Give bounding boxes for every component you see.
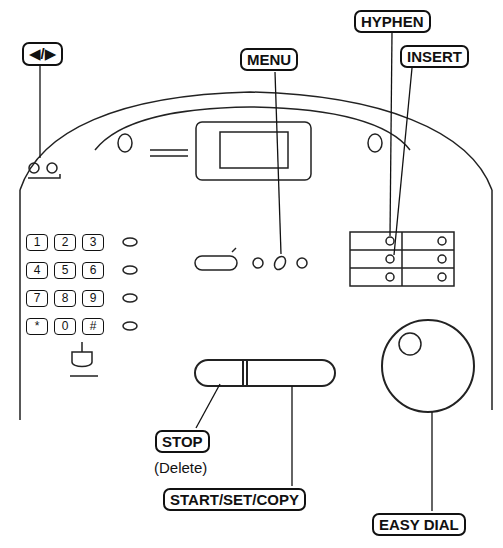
- key-oval: [123, 238, 137, 246]
- keypad-key: 3: [82, 234, 104, 251]
- key-label: *: [30, 319, 44, 334]
- leader-line: [431, 412, 432, 511]
- right-button: [47, 163, 57, 173]
- panel-button: [438, 255, 446, 263]
- housing-outline: [20, 92, 492, 190]
- housing-ridge: [95, 107, 410, 150]
- key-oval: [123, 294, 137, 302]
- middle-key: [195, 256, 237, 270]
- callout-label: INSERT: [407, 48, 462, 65]
- leader-line: [390, 33, 392, 236]
- keypad-key: 2: [54, 234, 76, 251]
- leader-line: [291, 386, 292, 486]
- callout-box: EASY DIAL: [372, 513, 466, 536]
- housing-button: [368, 134, 382, 152]
- slot: [150, 150, 188, 156]
- display-frame: [196, 122, 311, 180]
- key-label: 8: [58, 291, 72, 306]
- dial-knob: [399, 333, 421, 355]
- leader-line: [275, 72, 281, 254]
- key-label: 6: [86, 263, 100, 278]
- left-button: [29, 163, 39, 173]
- key-oval: [123, 322, 137, 330]
- callout-label: HYPHEN: [361, 13, 424, 30]
- callout-box: ◀/▶: [22, 42, 63, 66]
- callout-box: STOP: [155, 430, 210, 453]
- callout-label: STOP: [162, 433, 203, 450]
- panel-button: [386, 273, 394, 281]
- callout-box: MENU: [240, 48, 298, 71]
- small-button: [253, 258, 263, 268]
- button-bracket: [28, 174, 60, 178]
- keypad-key: 6: [82, 262, 104, 279]
- key-label: 7: [30, 291, 44, 306]
- key-label: #: [86, 319, 100, 334]
- keypad-key: 5: [54, 262, 76, 279]
- key-oval: [123, 266, 137, 274]
- panel-button: [386, 237, 394, 245]
- panel-button: [438, 273, 446, 281]
- key-label: 9: [86, 291, 100, 306]
- leader-line: [394, 68, 412, 255]
- keypad-key: 8: [54, 290, 76, 307]
- leader-line: [39, 66, 40, 158]
- callout-label: ◀/▶: [29, 45, 56, 63]
- leader-line: [196, 384, 220, 428]
- panel-button: [438, 237, 446, 245]
- key-label: 2: [58, 235, 72, 250]
- housing-side: [20, 190, 492, 420]
- keypad-key: *: [26, 318, 48, 335]
- callout-label: START/SET/COPY: [170, 491, 299, 508]
- keypad-key: 4: [26, 262, 48, 279]
- callout-box: HYPHEN: [354, 10, 431, 33]
- keypad-key: #: [82, 318, 104, 335]
- key-label: 1: [30, 235, 44, 250]
- menu-button: [272, 254, 288, 271]
- housing-button: [118, 134, 132, 152]
- bar-divider: [243, 360, 247, 386]
- easy-dial: [382, 320, 474, 412]
- keypad-key: 9: [82, 290, 104, 307]
- callout-box: INSERT: [400, 45, 469, 68]
- stop-start-bar: [195, 360, 335, 386]
- keypad-key: 7: [26, 290, 48, 307]
- one-touch-panel: [350, 232, 454, 286]
- key-label: 3: [86, 235, 100, 250]
- callout-label: EASY DIAL: [379, 516, 459, 533]
- panel-grid: [350, 232, 454, 286]
- callout-label: MENU: [247, 51, 291, 68]
- middle-key-mark: [232, 248, 236, 252]
- key-label: 5: [58, 263, 72, 278]
- keypad-key: 0: [54, 318, 76, 335]
- key-label: 0: [58, 319, 72, 334]
- sub-label: (Delete): [154, 459, 207, 476]
- small-button: [297, 258, 307, 268]
- jack-icon: [70, 342, 98, 376]
- keypad-key: 1: [26, 234, 48, 251]
- panel-button: [386, 255, 394, 263]
- callout-box: START/SET/COPY: [163, 488, 306, 511]
- key-label: 4: [30, 263, 44, 278]
